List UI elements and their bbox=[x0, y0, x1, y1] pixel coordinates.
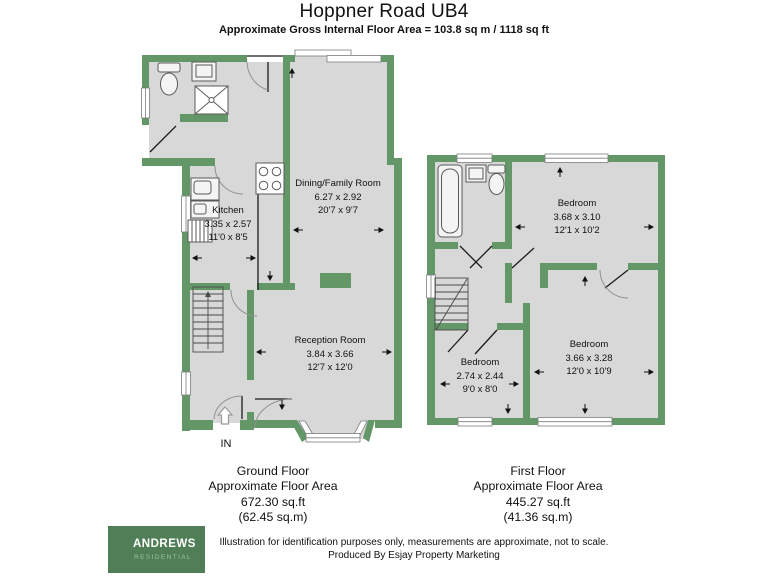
page-subtitle: Approximate Gross Internal Floor Area = … bbox=[218, 24, 550, 36]
first-floor-fixtures bbox=[437, 164, 506, 238]
sink-fixture bbox=[191, 61, 217, 82]
bedroom1-label: Bedroom 3.68 x 3.10 12'1 x 10'2 bbox=[553, 198, 601, 236]
chimney-breast bbox=[320, 273, 351, 288]
shower-fixture bbox=[194, 85, 229, 115]
first-floor-windows bbox=[426, 153, 613, 427]
logo-brand-text: ANDREWS bbox=[133, 538, 196, 550]
cooker-fixture bbox=[255, 162, 285, 195]
dining-room-label: Dining/Family Room 6.27 x 2.92 20'7 x 9'… bbox=[295, 178, 381, 216]
disclaimer-line2: Produced By Esjay Property Marketing bbox=[328, 550, 500, 561]
ground-floor-door-arcs bbox=[213, 61, 293, 429]
bedroom2-label: Bedroom 3.66 x 3.28 12'0 x 10'9 bbox=[565, 339, 613, 377]
page-title: Hoppner Road UB4 bbox=[299, 1, 469, 22]
reception-room-label: Reception Room 3.84 x 3.66 12'7 x 12'0 bbox=[294, 335, 366, 373]
ground-floor-windows bbox=[141, 49, 382, 443]
agency-logo bbox=[108, 526, 205, 573]
ground-floor-fixtures bbox=[157, 61, 285, 243]
entrance-opening bbox=[213, 423, 240, 431]
first-floor-stairs bbox=[434, 277, 469, 331]
toilet-fixture bbox=[157, 62, 181, 96]
first-floor-rooms bbox=[430, 158, 662, 422]
first-floor-caption: First Floor Approximate Floor Area 445.2… bbox=[473, 464, 603, 525]
ground-floor-partitions bbox=[149, 55, 292, 419]
first-floor-doors bbox=[447, 245, 629, 355]
ground-floor-plan bbox=[141, 49, 402, 443]
kitchen-sink-unit bbox=[190, 177, 220, 219]
bedroom2-door-arc bbox=[599, 269, 629, 299]
ground-floor-stairs bbox=[192, 286, 224, 353]
bathtub-fixture bbox=[437, 164, 463, 238]
bedroom3-label: Bedroom 2.74 x 2.44 9'0 x 8'0 bbox=[456, 357, 504, 395]
wc-door-leaf bbox=[149, 125, 177, 153]
logo-sub-text: RESIDENTIAL bbox=[134, 554, 193, 561]
ground-floor-caption: Ground Floor Approximate Floor Area 672.… bbox=[208, 464, 338, 525]
chimney-stub bbox=[505, 270, 512, 303]
chimney-stub bbox=[540, 270, 548, 288]
kitchen-label: Kitchen 3.35 x 2.57 11'0 x 8'5 bbox=[204, 205, 252, 243]
entrance-in-label: IN bbox=[220, 438, 232, 450]
first-floor-plan bbox=[426, 153, 665, 427]
toilet-fixture bbox=[487, 164, 506, 195]
bathroom-sink-fixture bbox=[465, 164, 487, 183]
radiator bbox=[187, 219, 213, 243]
entrance-in-arrow-icon bbox=[216, 406, 234, 425]
disclaimer-line1: Illustration for identification purposes… bbox=[219, 537, 609, 548]
